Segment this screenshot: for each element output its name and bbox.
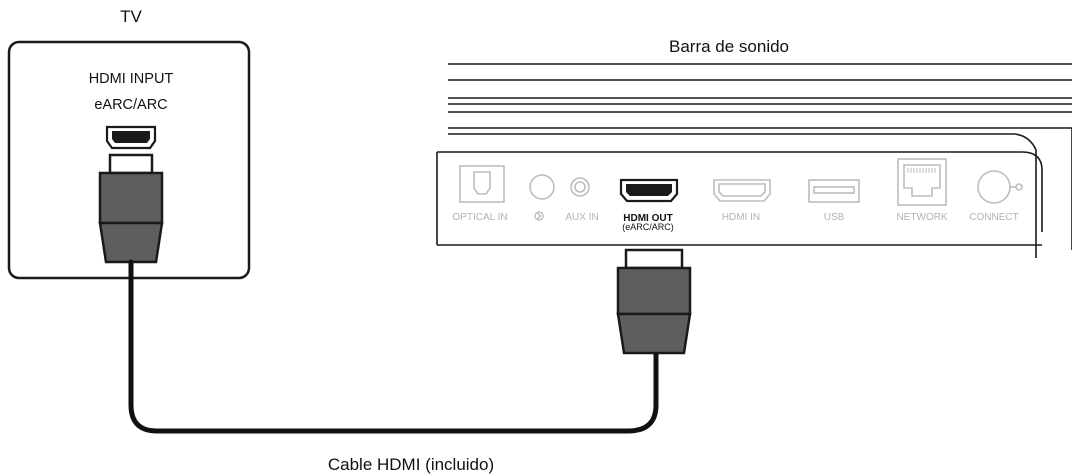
usb-label: USB [824,212,845,223]
hdmi-cable [128,259,659,434]
tv-hdmi-port-icon [105,125,157,150]
soundbar-hdmi-plug-icon [616,248,692,355]
aux-in-label: AUX IN [565,212,598,223]
hdmi-out-port-icon [619,178,679,203]
hdmi-in-port-icon [713,179,771,202]
aux-in-jack-icon [570,177,590,197]
network-port-icon [897,158,947,206]
network-label: NETWORK [896,212,947,223]
connect-button-icon [977,170,1023,204]
bluetooth-icon [534,211,544,221]
usb-port-icon [808,179,860,203]
tv-title: TV [120,7,142,26]
tv-port-label-line1: HDMI INPUT [89,71,174,87]
bluetooth-jack-icon [529,174,555,200]
hdmi-in-label: HDMI IN [722,212,760,223]
soundbar-title: Barra de sonido [669,37,789,56]
cable-caption: Cable HDMI (incluido) [328,455,494,474]
hdmi-out-sublabel: (eARC/ARC) [622,222,674,232]
soundbar-body [436,63,1072,258]
tv-hdmi-plug-icon [98,153,164,264]
connect-label: CONNECT [969,212,1018,223]
hdmi-out-label: HDMI OUT [623,213,672,224]
tv-port-label-line2: eARC/ARC [94,97,167,113]
optical-in-label: OPTICAL IN [452,212,507,223]
optical-in-port-icon [459,165,505,203]
